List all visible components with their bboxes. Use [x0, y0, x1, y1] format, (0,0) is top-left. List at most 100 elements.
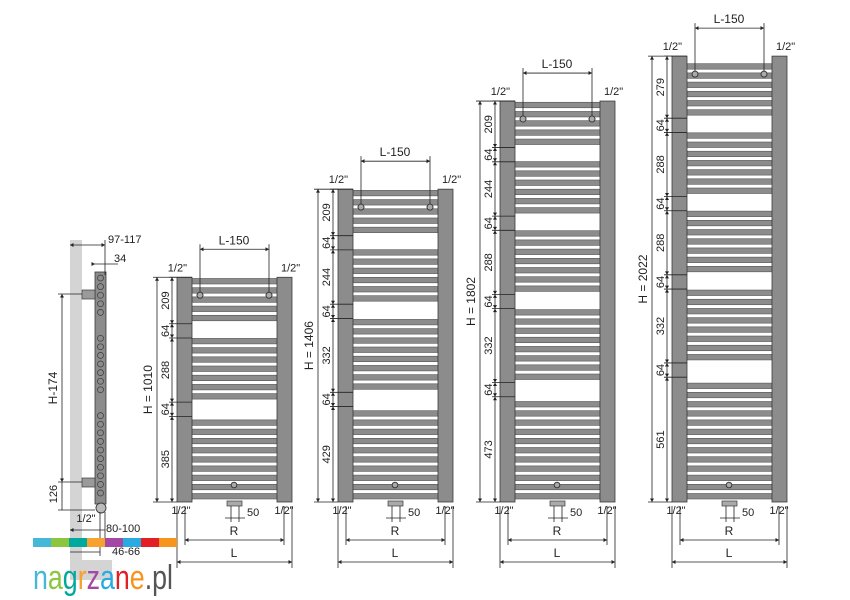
arrow — [346, 538, 350, 542]
label-top-conn-right: 1/2" — [776, 41, 795, 53]
heating-bar — [514, 419, 601, 426]
heating-bar — [686, 210, 773, 217]
arrow — [665, 132, 669, 136]
arrow — [70, 243, 74, 247]
heating-bar — [686, 266, 773, 273]
heating-bar — [352, 428, 439, 435]
heating-bar — [191, 465, 278, 472]
arrow — [588, 71, 592, 76]
arrow — [650, 56, 654, 60]
side-tube-circle — [97, 438, 104, 445]
label-segment: 473 — [483, 440, 495, 458]
arrow — [665, 498, 669, 502]
heating-bar — [686, 326, 773, 333]
arrow — [331, 392, 335, 396]
logo-color-bar — [159, 538, 177, 547]
arrow — [665, 196, 669, 201]
label-top-conn-left: 1/2" — [663, 41, 682, 53]
heating-bar — [686, 391, 773, 399]
heating-bar — [686, 493, 773, 500]
top-connection-left-icon — [691, 70, 699, 78]
logo-color-bar — [51, 538, 69, 547]
heating-bar — [686, 308, 773, 315]
nagrzane-logo: nagrzane.pl — [33, 538, 177, 597]
arrow — [70, 528, 74, 532]
heating-bar — [686, 256, 773, 263]
arrow — [665, 207, 669, 211]
heating-bar — [686, 169, 773, 176]
heating-bar — [686, 100, 773, 107]
label-segment: 209 — [483, 115, 495, 133]
arrow — [331, 246, 335, 250]
heating-bar — [352, 383, 439, 390]
heating-bar — [514, 120, 601, 127]
arrow — [775, 538, 779, 542]
arrow — [331, 249, 335, 254]
heating-bar — [686, 150, 773, 158]
side-tube-circle — [97, 300, 104, 308]
heating-bar — [686, 298, 773, 306]
arrow — [493, 147, 497, 152]
arrow — [91, 262, 95, 266]
side-tube-circle — [97, 334, 104, 342]
arrow — [331, 498, 335, 502]
heating-bar — [352, 374, 439, 381]
top-connection-right-icon — [265, 291, 273, 299]
label-top-conn-right: 1/2" — [604, 86, 623, 98]
heating-bar — [514, 276, 601, 283]
label-top-conn-right: 1/2" — [281, 262, 300, 274]
arrow — [665, 56, 669, 60]
arrow — [331, 314, 335, 319]
heating-bar — [352, 493, 439, 500]
heating-bar — [514, 101, 601, 109]
bottom-valve-icon — [387, 500, 404, 507]
heating-bar — [352, 258, 439, 265]
logo-color-bar — [105, 538, 123, 547]
arrow — [493, 158, 497, 162]
arrow — [493, 161, 497, 166]
arrow — [331, 235, 335, 240]
heating-bar — [686, 160, 773, 167]
arrow — [493, 290, 497, 295]
bottom-valve-icon — [549, 500, 566, 507]
label-segment: 332 — [655, 317, 667, 335]
radiator-3 — [499, 100, 616, 507]
label-rail-depth: 34 — [114, 253, 126, 265]
heating-bar — [191, 314, 278, 322]
heating-bar — [191, 428, 278, 435]
arrow — [493, 230, 497, 234]
label-segment: 64 — [483, 384, 495, 396]
heating-bar — [514, 493, 601, 500]
arrow — [426, 159, 430, 164]
heating-bar — [514, 207, 601, 214]
label-segment: 209 — [160, 291, 172, 309]
top-connection-left-icon — [357, 203, 365, 211]
label-height: H = 1010 — [141, 365, 155, 414]
arrow — [331, 232, 335, 236]
label-bottom-conn-left: 1/2" — [171, 505, 190, 517]
label-segment: 244 — [321, 268, 333, 286]
label-top-spacing: L-150 — [714, 12, 745, 26]
label-valve-offset: 50 — [570, 507, 582, 519]
heating-bar — [352, 346, 439, 353]
bottom-plug-icon — [553, 481, 561, 489]
heating-bar — [686, 289, 773, 296]
heating-bar — [686, 90, 773, 98]
arrow — [478, 101, 482, 105]
heating-bar — [352, 208, 439, 215]
heating-bar — [686, 344, 773, 352]
heating-bar — [514, 267, 601, 274]
heating-bar — [686, 354, 773, 361]
heating-bar — [191, 474, 278, 481]
heating-bar — [514, 188, 601, 195]
arrow — [200, 247, 204, 252]
heating-bar — [191, 287, 278, 294]
arrow — [523, 71, 527, 76]
arrow — [665, 289, 669, 293]
arrow — [170, 338, 174, 342]
side-tube-circle — [97, 481, 104, 488]
heating-bar — [352, 410, 439, 417]
arrow — [665, 274, 669, 279]
heating-bar — [191, 437, 278, 445]
arrow — [508, 538, 512, 542]
